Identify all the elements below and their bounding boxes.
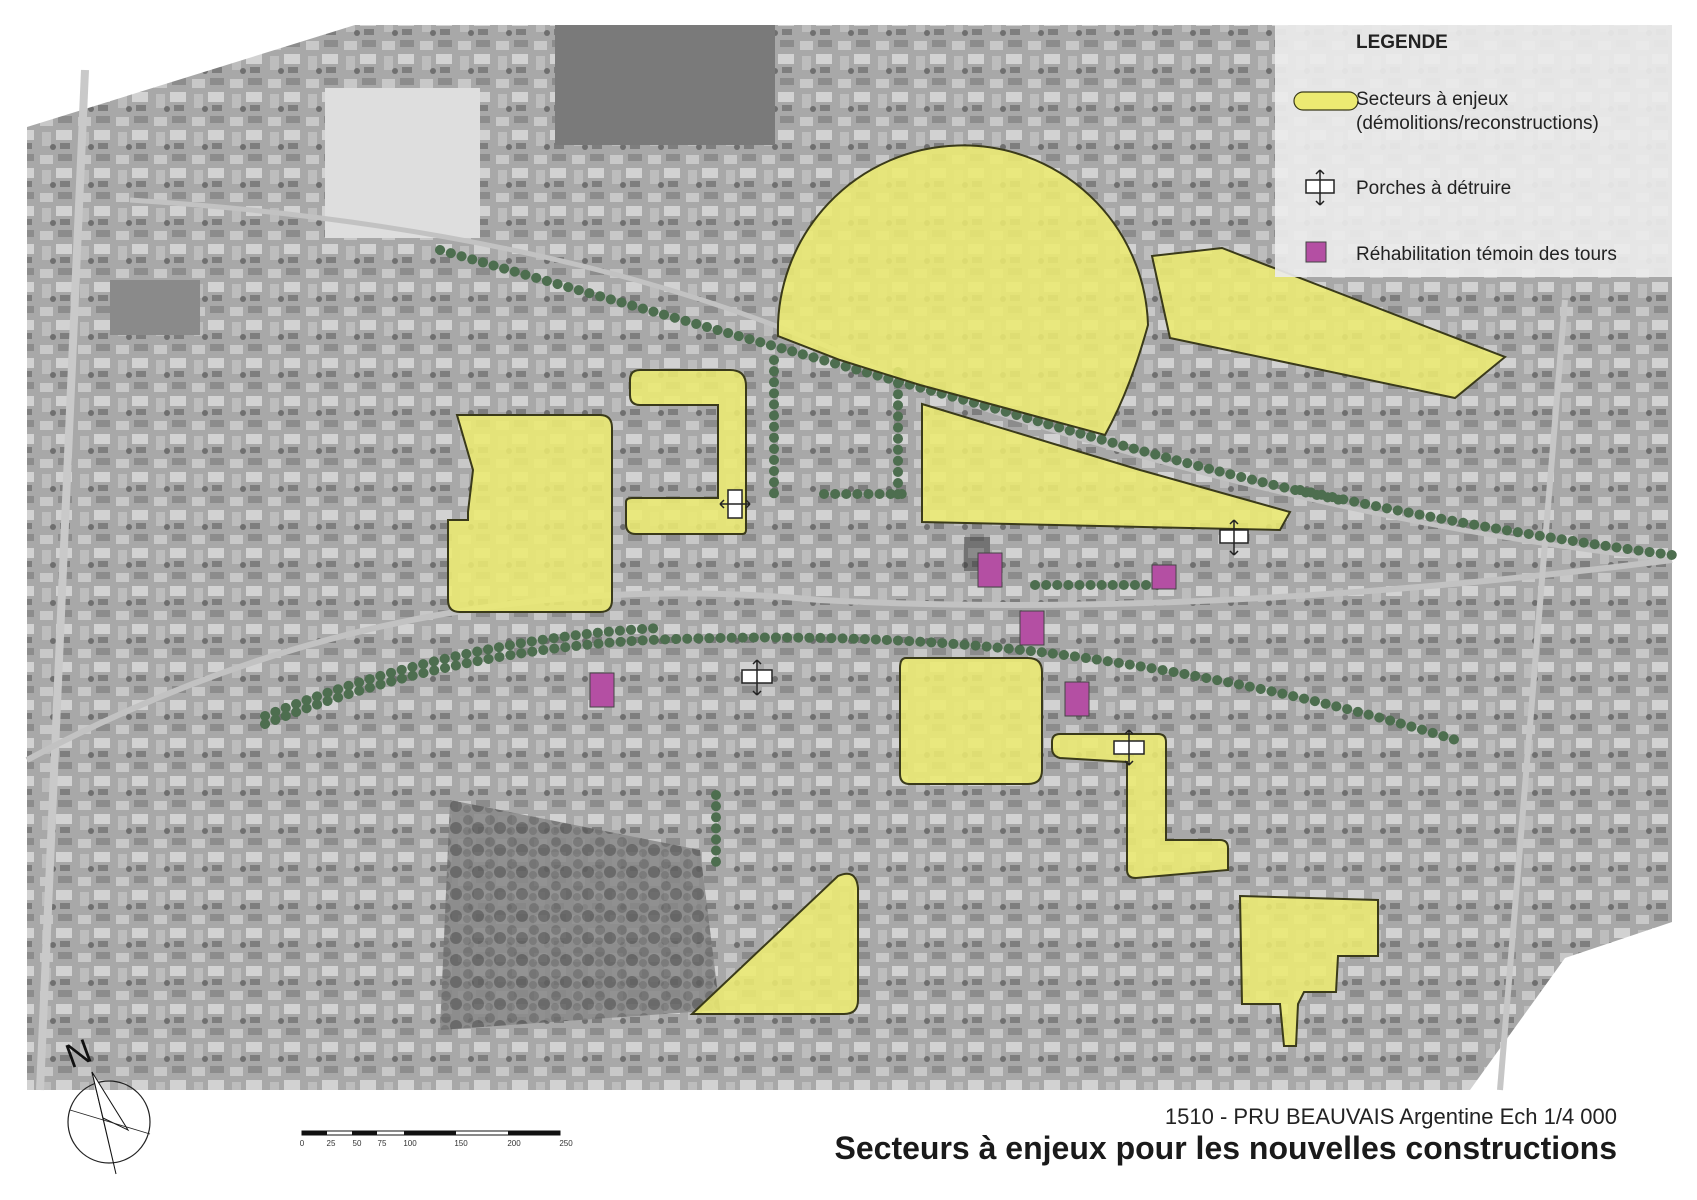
scale-tick: 0	[300, 1139, 305, 1148]
tower-marker	[1064, 681, 1090, 717]
legend: LEGENDE Secteurs à enjeux (démolitions/r…	[1275, 25, 1672, 277]
scale-tick: 100	[403, 1139, 417, 1148]
tree-row-north-east	[1295, 485, 1677, 560]
zone-west-block	[447, 414, 613, 613]
scale-tick: 150	[454, 1139, 468, 1148]
stake-zones	[447, 144, 1507, 1047]
zone-northeast-strip	[1150, 246, 1507, 400]
legend-label-towers: Réhabilitation témoin des tours	[1356, 244, 1617, 265]
scale-tick: 200	[507, 1139, 521, 1148]
tower-marker	[1019, 610, 1045, 646]
tower-markers	[589, 537, 1177, 717]
zone-southeast-block	[1238, 894, 1379, 1047]
zone-east-triangle	[921, 402, 1292, 532]
legend-label-zones: Secteurs à enjeux	[1356, 89, 1509, 110]
tree-row-south-2	[260, 623, 665, 721]
legend-item-zones: Secteurs à enjeux (démolitions/reconstru…	[1293, 89, 1599, 134]
zone-semicircle	[776, 144, 1150, 437]
map-subtitle: 1510 - PRU BEAUVAIS Argentine Ech 1/4 00…	[1164, 1104, 1617, 1129]
tree-row-north	[435, 245, 1345, 505]
tower-marker	[964, 537, 1003, 588]
zone-l-shape	[1051, 733, 1229, 880]
scale-tick: 25	[327, 1139, 336, 1148]
tree-rows	[260, 245, 1677, 870]
zone-center-block	[899, 657, 1043, 785]
legend-title: LEGENDE	[1356, 32, 1448, 53]
tower-marker	[1151, 564, 1177, 590]
legend-item-towers: Réhabilitation témoin des tours	[1305, 241, 1617, 265]
porch-markers	[719, 489, 1249, 766]
scale-tick: 50	[353, 1139, 362, 1148]
porch-marker	[1113, 729, 1145, 766]
scale-bar: 0 25 50 75 100 150 200 250	[300, 1130, 573, 1148]
tower-marker	[589, 672, 615, 708]
map-title: Secteurs à enjeux pour les nouvelles con…	[834, 1130, 1617, 1166]
legend-label-zones-detail: (démolitions/reconstructions)	[1356, 113, 1599, 134]
scale-tick: 250	[559, 1139, 573, 1148]
zone-southwest-triangle	[689, 872, 859, 1015]
tree-row-south	[260, 632, 1467, 747]
porch-marker	[1219, 519, 1249, 556]
porch-marker-vertical	[719, 489, 751, 519]
scale-tick: 75	[378, 1139, 387, 1148]
porch-marker	[741, 659, 773, 696]
legend-item-porches: Porches à détruire	[1305, 169, 1511, 206]
legend-label-porches: Porches à détruire	[1356, 178, 1511, 199]
